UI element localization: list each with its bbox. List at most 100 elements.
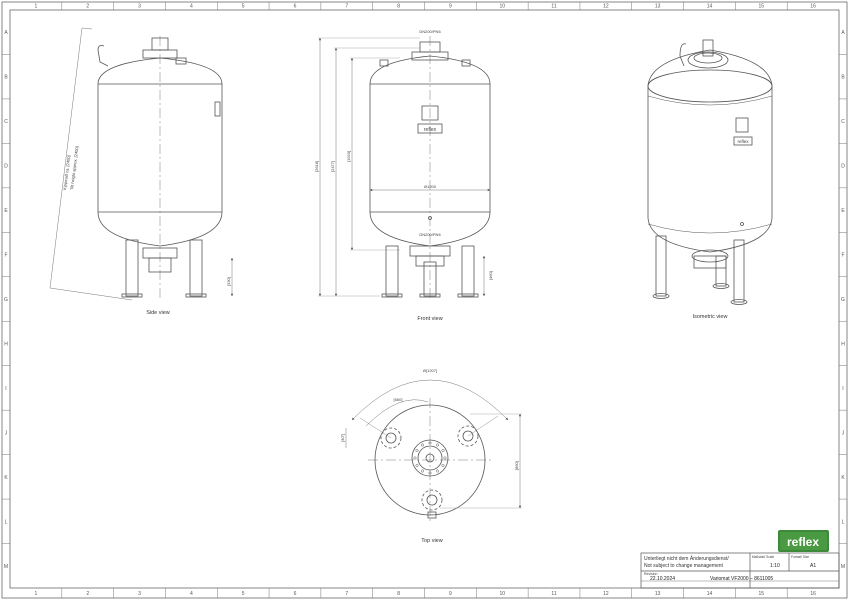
grid-column-label: 8 (397, 4, 400, 10)
grid-column-label: 8 (397, 591, 400, 597)
grid-row-label: B (4, 75, 8, 81)
flange-bolt (441, 464, 445, 467)
side-diagonal-label-1: Kippmaß ca. [2400] (62, 155, 71, 190)
grid-row-label: G (4, 297, 8, 303)
grid-column-label: 1 (35, 591, 38, 597)
grid-row-label: A (841, 30, 845, 36)
grid-column-label: 6 (294, 591, 297, 597)
grid-column-label: 2 (86, 591, 89, 597)
scale-label: Maßstab/ Scale (752, 555, 774, 559)
top-dim-pitch: [660] (394, 397, 403, 402)
front-view (318, 36, 491, 300)
side-leg-height-label: [330] (226, 277, 231, 286)
grid-row-label: E (841, 208, 845, 214)
revision-label: Revision (644, 572, 657, 576)
grid-column-label: 7 (345, 591, 348, 597)
grid-column-label: 4 (190, 591, 193, 597)
grid-column-label: 13 (655, 591, 661, 597)
grid-column-label: 5 (242, 591, 245, 597)
grid-column-label: 16 (810, 591, 816, 597)
format-label: Format/ Size (791, 555, 809, 559)
grid-column-label: 10 (499, 591, 505, 597)
grid-column-label: 14 (707, 4, 713, 10)
top-view-caption: Top view (421, 538, 442, 544)
flange-bolt (436, 469, 439, 473)
grid-column-label: 15 (759, 591, 765, 597)
note-line-1: Unterliegt nicht dem Änderungsdienst/ (644, 555, 729, 562)
grid-row-label: L (842, 519, 845, 525)
front-diameter-label: Ø1200 (424, 184, 437, 189)
flange-bolt (441, 449, 445, 452)
flange-bolt (428, 441, 432, 445)
reflex-logo-text: reflex (787, 535, 819, 549)
grid-column-label: 9 (449, 4, 452, 10)
top-dim-angle: [30°] (340, 434, 345, 442)
iso-badge: reflex (737, 139, 749, 144)
side-diagonal-label-2: Tilt height approx. [2400] (69, 146, 79, 190)
grid-row-label: C (841, 119, 845, 125)
grid-column-label: 12 (603, 4, 609, 10)
grid-row-label: K (841, 475, 845, 481)
title-block (640, 552, 840, 589)
front-badge: reflex (424, 127, 437, 133)
flange-bolt (421, 469, 424, 473)
grid-row-label: K (4, 475, 8, 481)
grid-row-label: M (4, 564, 8, 570)
side-view-caption: Side view (146, 310, 170, 316)
isometric-view-labels: reflex Isometric view (693, 139, 750, 320)
grid-row-label: J (842, 430, 845, 436)
reflex-logo: reflex (778, 530, 829, 552)
isometric-view-caption: Isometric view (693, 314, 728, 320)
side-view (49, 27, 234, 301)
grid-row-label: B (841, 75, 845, 81)
grid-column-label: 6 (294, 4, 297, 10)
front-top-nozzle-label: DN200/PN6 (419, 29, 441, 34)
grid-row-label: F (4, 253, 7, 259)
grid-row-label: A (4, 30, 8, 36)
front-bottom-nozzle-label: DN200/PN6 (419, 232, 441, 237)
flange-bolt (428, 471, 432, 475)
grid-column-label: 4 (190, 4, 193, 10)
top-view (345, 379, 522, 524)
front-dim-leg: [460] (488, 271, 493, 280)
flange-bolt (415, 449, 419, 452)
grid-column-label: 15 (759, 4, 765, 10)
title-block-text: Unterliegt nicht dem Änderungsdienst/ No… (644, 555, 816, 582)
grid-column-label: 14 (707, 591, 713, 597)
grid-column-label: 11 (551, 4, 556, 10)
revision-date: 22.10.2024 (650, 576, 675, 582)
grid-row-label: M (841, 564, 845, 570)
grid-column-label: 2 (86, 4, 89, 10)
scale-value: 1:10 (770, 563, 780, 569)
grid-column-label: 7 (345, 4, 348, 10)
grid-column-label: 1 (35, 4, 38, 10)
grid-column-label: 3 (138, 4, 141, 10)
front-view-labels: DN200/PN6 DN200/PN6 Ø1200 [2618] [2477] … (314, 29, 493, 322)
top-dim-width: Ø[1207] (423, 368, 437, 373)
format-value: A1 (810, 563, 816, 569)
grid-row-label: F (841, 253, 844, 259)
flange-bolt (415, 464, 419, 467)
flange-bolt (443, 456, 447, 460)
grid-row-label: E (4, 208, 8, 214)
grid-column-label: 3 (138, 591, 141, 597)
grid-row-label: D (4, 164, 8, 170)
top-view-labels: Ø[1207] [660] [30°] [860] Top view (340, 368, 519, 544)
grid-column-label: 5 (242, 4, 245, 10)
grid-row-label: I (842, 386, 843, 392)
grid-column-label: 9 (449, 591, 452, 597)
grid-row-label: H (841, 341, 845, 347)
side-view-labels: Kippmaß ca. [2400] Tilt height approx. [… (62, 146, 231, 316)
grid-row-label: H (4, 341, 8, 347)
top-dim-depth: [860] (514, 461, 519, 470)
note-line-2: Not subject to change management (644, 563, 724, 569)
grid-column-label: 11 (551, 591, 556, 597)
top-view-bolt-circle (413, 441, 447, 475)
grid-row-label: J (5, 430, 8, 436)
grid-row-label: L (5, 519, 8, 525)
front-dim-height-3: [1920] (346, 151, 351, 162)
grid-row-label: G (841, 297, 845, 303)
